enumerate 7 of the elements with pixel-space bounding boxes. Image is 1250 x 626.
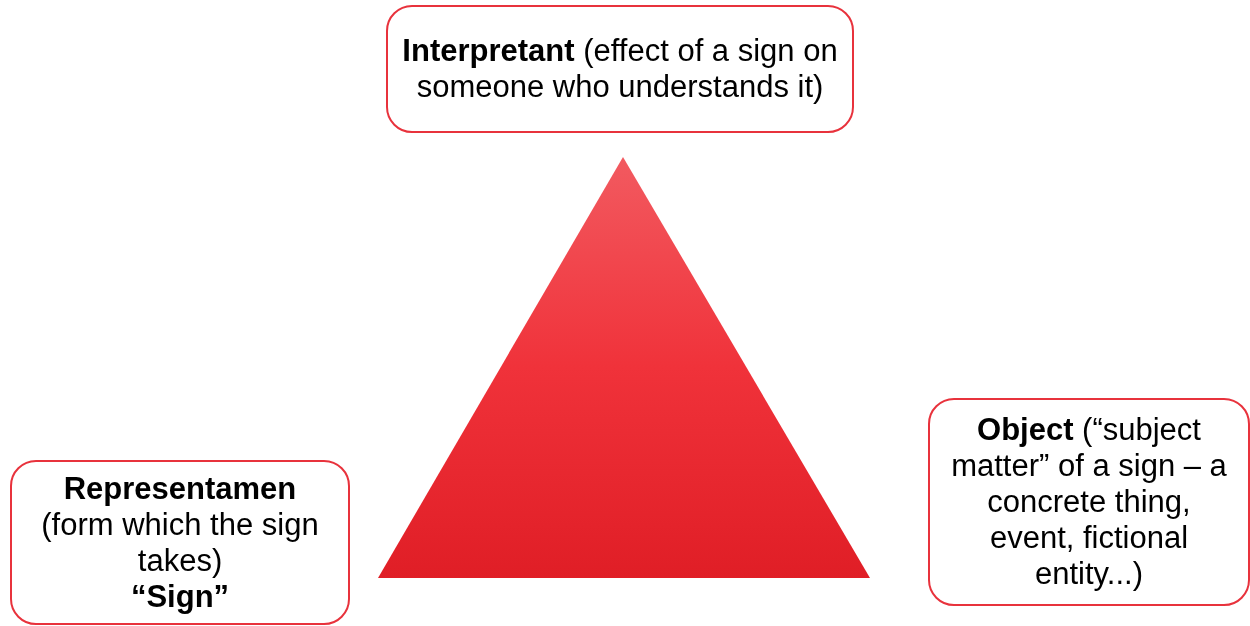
- term-text: Representamen (form which the sign takes): [40, 470, 320, 579]
- term-box: [928, 398, 1250, 606]
- term-box: [10, 460, 350, 625]
- term-text: Interpretant (effect of a sign on someone who understands it): [402, 33, 838, 105]
- term-label: “Sign”: [130, 578, 230, 615]
- term-box: [386, 5, 854, 133]
- term-text: Object (“subject matter” of a sign – a concrete thing, event, fictional entity...): [950, 412, 1228, 592]
